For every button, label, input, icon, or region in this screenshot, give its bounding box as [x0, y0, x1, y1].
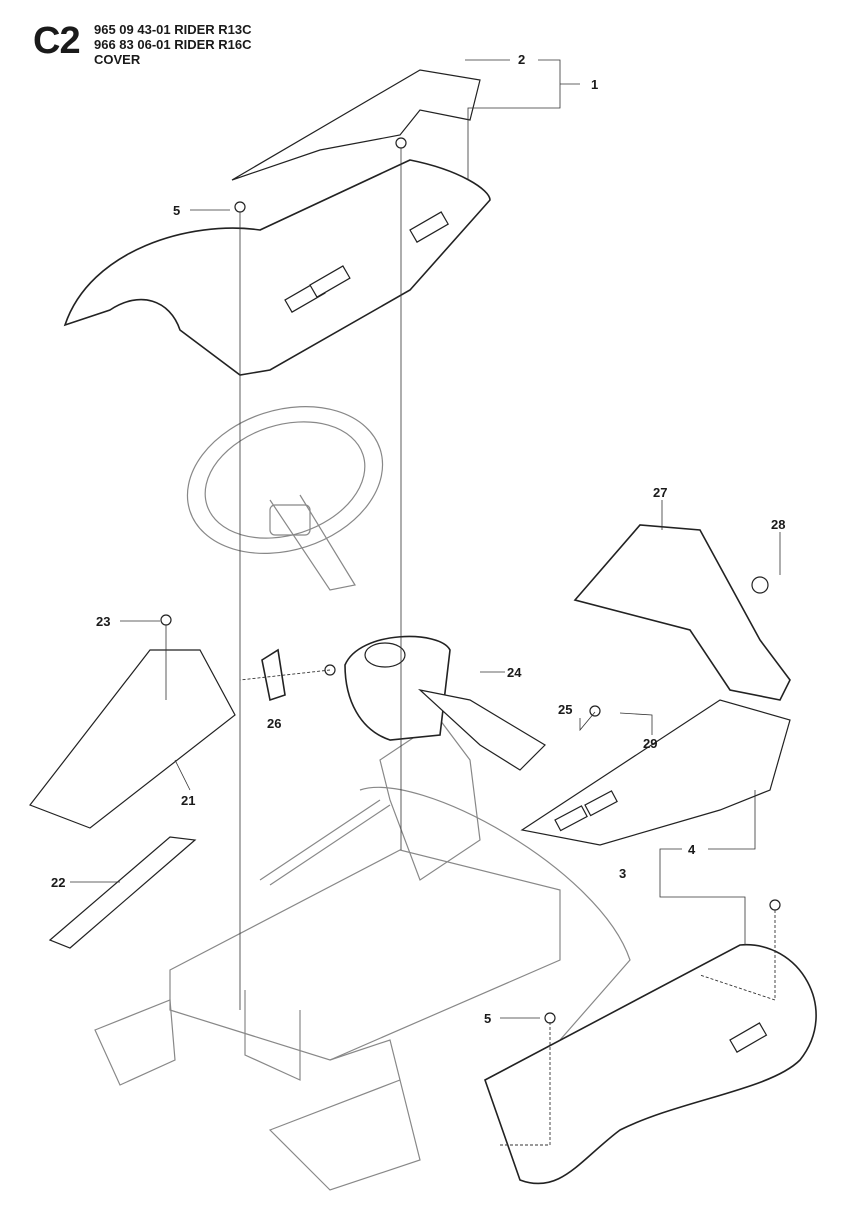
model-line-1: 965 09 43-01 RIDER R13C — [94, 22, 252, 37]
callout-28: 28 — [771, 517, 785, 532]
callout-4: 4 — [688, 842, 696, 857]
model-line-2: 966 83 06-01 RIDER R16C — [94, 37, 252, 52]
knob-part-26 — [261, 648, 286, 702]
leader-lines — [70, 59, 781, 1146]
callout-24: 24 — [507, 665, 522, 680]
callout-22: 22 — [51, 875, 65, 890]
callout-3: 3 — [619, 866, 626, 881]
callout-1: 1 — [591, 77, 598, 92]
steering-wheel — [186, 406, 384, 591]
callout-2: 2 — [518, 52, 525, 67]
callout-21: 21 — [181, 793, 195, 808]
panel-part-21 — [29, 649, 236, 829]
section-title: COVER — [94, 52, 141, 67]
callout-23: 23 — [96, 614, 110, 629]
rear-cover-part-27 — [573, 524, 791, 701]
callout-27: 27 — [653, 485, 667, 500]
callout-25: 25 — [558, 702, 572, 717]
callout-29: 29 — [643, 736, 657, 751]
section-code: C2 — [33, 20, 81, 62]
callout-5: 5 — [173, 203, 180, 218]
mat-part-4 — [520, 699, 791, 846]
rear-fender-part-3 — [484, 944, 817, 1185]
strip-part-22 — [48, 836, 197, 949]
front-cover-part-1 — [63, 69, 491, 376]
console-part-24 — [344, 635, 546, 771]
key-part-28 — [751, 576, 769, 594]
callout-5: 5 — [484, 1011, 491, 1026]
callout-26: 26 — [267, 716, 281, 731]
